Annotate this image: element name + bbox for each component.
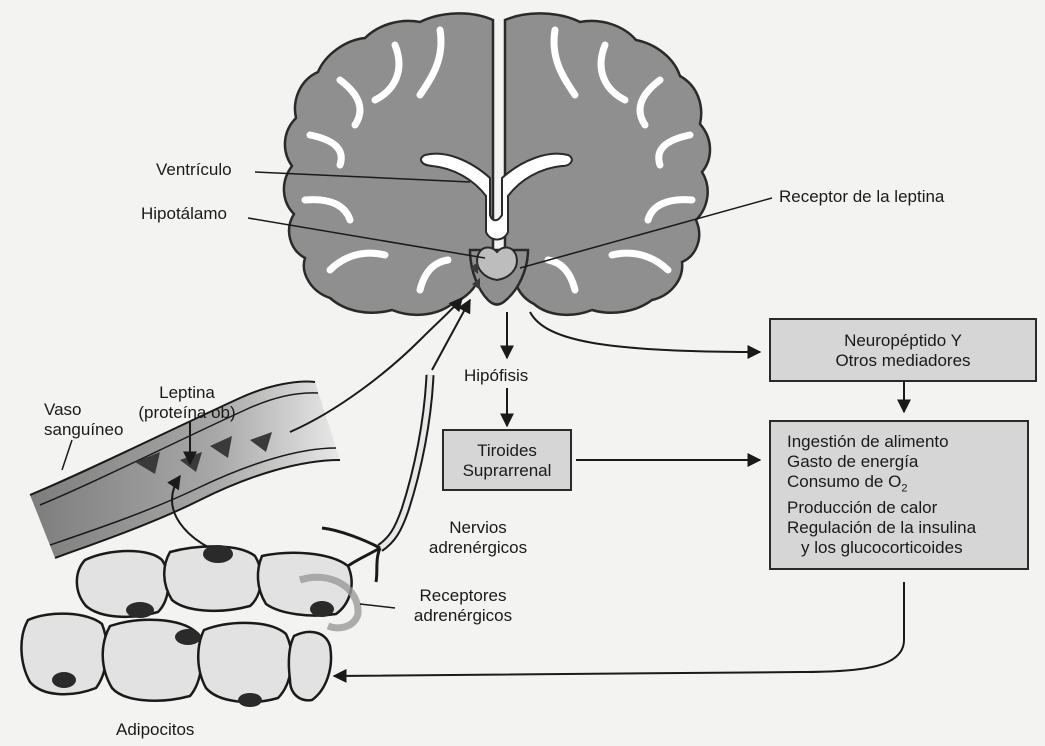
- label-blood-vessel: Vaso sanguíneo: [44, 400, 123, 440]
- label-adipocytes: Adipocitos: [116, 720, 194, 740]
- nucleus: [238, 693, 262, 707]
- effects-line3: Consumo de O2: [787, 472, 1027, 498]
- effects-line4: Producción de calor: [787, 498, 1027, 518]
- nucleus: [310, 601, 334, 617]
- nucleus: [52, 672, 76, 688]
- label-receptors-line2: adrenérgicos: [398, 606, 528, 626]
- label-leptin: Leptina (proteína ob): [130, 383, 244, 423]
- adipocyte-cell: [289, 632, 331, 700]
- nucleus: [203, 545, 233, 563]
- label-pituitary: Hipófisis: [464, 366, 528, 386]
- effects-line5: Regulación de la insulina: [787, 518, 1027, 538]
- effects-line1: Ingestión de alimento: [787, 432, 1027, 452]
- label-receptors-line1: Receptores: [398, 586, 528, 606]
- thyroid-box-line1: Tiroides: [444, 441, 570, 461]
- effects-line3-sub: 2: [901, 482, 907, 494]
- nucleus: [175, 629, 201, 645]
- label-adrenergic-receptors: Receptores adrenérgicos: [398, 586, 528, 626]
- thyroid-adrenal-box: Tiroides Suprarrenal: [442, 429, 572, 491]
- vessel-label-leader: [62, 440, 72, 470]
- nucleus: [126, 602, 154, 618]
- label-vessel-line1: Vaso: [44, 400, 123, 420]
- label-ventricle: Ventrículo: [156, 160, 232, 180]
- label-leptin-line1: Leptina: [130, 383, 244, 403]
- thyroid-box-line2: Suprarrenal: [444, 461, 570, 481]
- label-hypothalamus: Hipotálamo: [141, 204, 227, 224]
- effects-line2: Gasto de energía: [787, 452, 1027, 472]
- receptors-leader: [360, 604, 395, 608]
- effects-line6: y los glucocorticoides: [787, 538, 1027, 558]
- adipocyte-cell: [198, 623, 291, 702]
- label-adrenergic-nerves: Nervios adrenérgicos: [416, 518, 540, 558]
- label-nerves-line1: Nervios: [416, 518, 540, 538]
- effects-box: Ingestión de alimento Gasto de energía C…: [769, 420, 1029, 570]
- neuropeptide-box: Neuropéptido Y Otros mediadores: [769, 318, 1037, 382]
- effects-line3-prefix: Consumo de O: [787, 472, 901, 491]
- neuropeptide-box-line1: Neuropéptido Y: [771, 331, 1035, 351]
- brain-section: [284, 13, 710, 314]
- adipocyte-cell: [77, 551, 169, 617]
- label-leptin-receptor: Receptor de la leptina: [779, 187, 944, 207]
- arrow-to-neuropeptide: [530, 312, 760, 352]
- label-nerves-line2: adrenérgicos: [416, 538, 540, 558]
- label-leptin-line2: (proteína ob): [130, 403, 244, 423]
- label-vessel-line2: sanguíneo: [44, 420, 123, 440]
- neuropeptide-box-line2: Otros mediadores: [771, 351, 1035, 371]
